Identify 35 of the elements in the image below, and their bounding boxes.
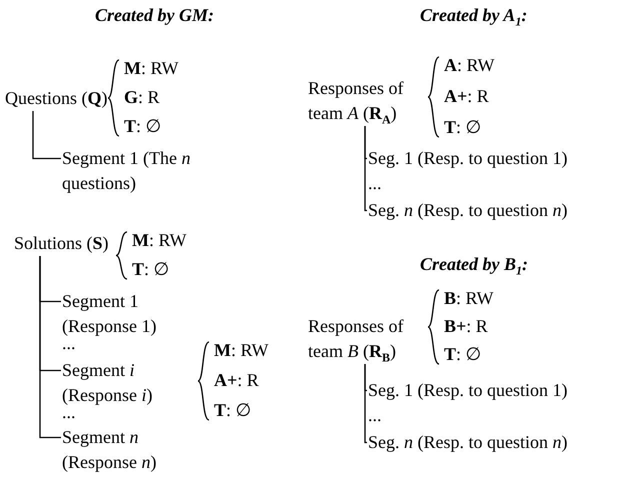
tree-connector bbox=[364, 364, 367, 444]
tree-connector bbox=[364, 126, 367, 212]
tree-label: Seg. n (Resp. to question n) bbox=[368, 430, 568, 455]
tree-label: Responses of team B (R$_{B}$) bbox=[308, 314, 430, 364]
access-right: T: ∅ bbox=[444, 116, 482, 139]
access-right: G: R bbox=[124, 86, 160, 109]
tree-label: Seg. 1 (Resp. to question 1) bbox=[368, 378, 568, 403]
tree-label: Segment n (Response n) bbox=[62, 425, 172, 475]
ellipsis: ... bbox=[368, 172, 382, 195]
tree-connector bbox=[39, 256, 61, 438]
access-right: M: RW bbox=[124, 57, 179, 80]
section-title: Created by GM: bbox=[95, 4, 214, 27]
section-title: Created by A$_{1}$: bbox=[420, 4, 528, 28]
section-title: Created by B$_{1}$: bbox=[420, 253, 528, 277]
access-right: T: ∅ bbox=[124, 115, 162, 138]
tree-label: Seg. n (Resp. to question n) bbox=[368, 198, 568, 223]
tree-label: Solutions (S) bbox=[14, 231, 109, 256]
access-right: M: RW bbox=[132, 229, 187, 252]
access-right: B+: R bbox=[444, 315, 488, 338]
access-right: A: RW bbox=[444, 54, 495, 77]
tree-label: Segment i (Response i) bbox=[62, 358, 162, 408]
access-right: A+: R bbox=[444, 85, 489, 108]
access-right: T: ∅ bbox=[132, 258, 170, 281]
tree-label: Responses of team A (R$_{A}$) bbox=[308, 76, 430, 126]
tree-label: Segment 1 (The n questions) bbox=[62, 146, 192, 196]
ellipsis: ... bbox=[368, 404, 382, 427]
access-right: T: ∅ bbox=[214, 399, 252, 422]
tree-label: Seg. 1 (Resp. to question 1) bbox=[368, 146, 568, 171]
access-right: A+: R bbox=[214, 369, 259, 392]
tree-connector bbox=[32, 111, 61, 160]
access-right: B: RW bbox=[444, 287, 494, 310]
tree-label: Questions (Q) bbox=[5, 86, 108, 111]
access-right: T: ∅ bbox=[444, 343, 482, 366]
tree-label: Segment 1 (Response 1) bbox=[62, 289, 172, 339]
access-right: M: RW bbox=[214, 339, 269, 362]
